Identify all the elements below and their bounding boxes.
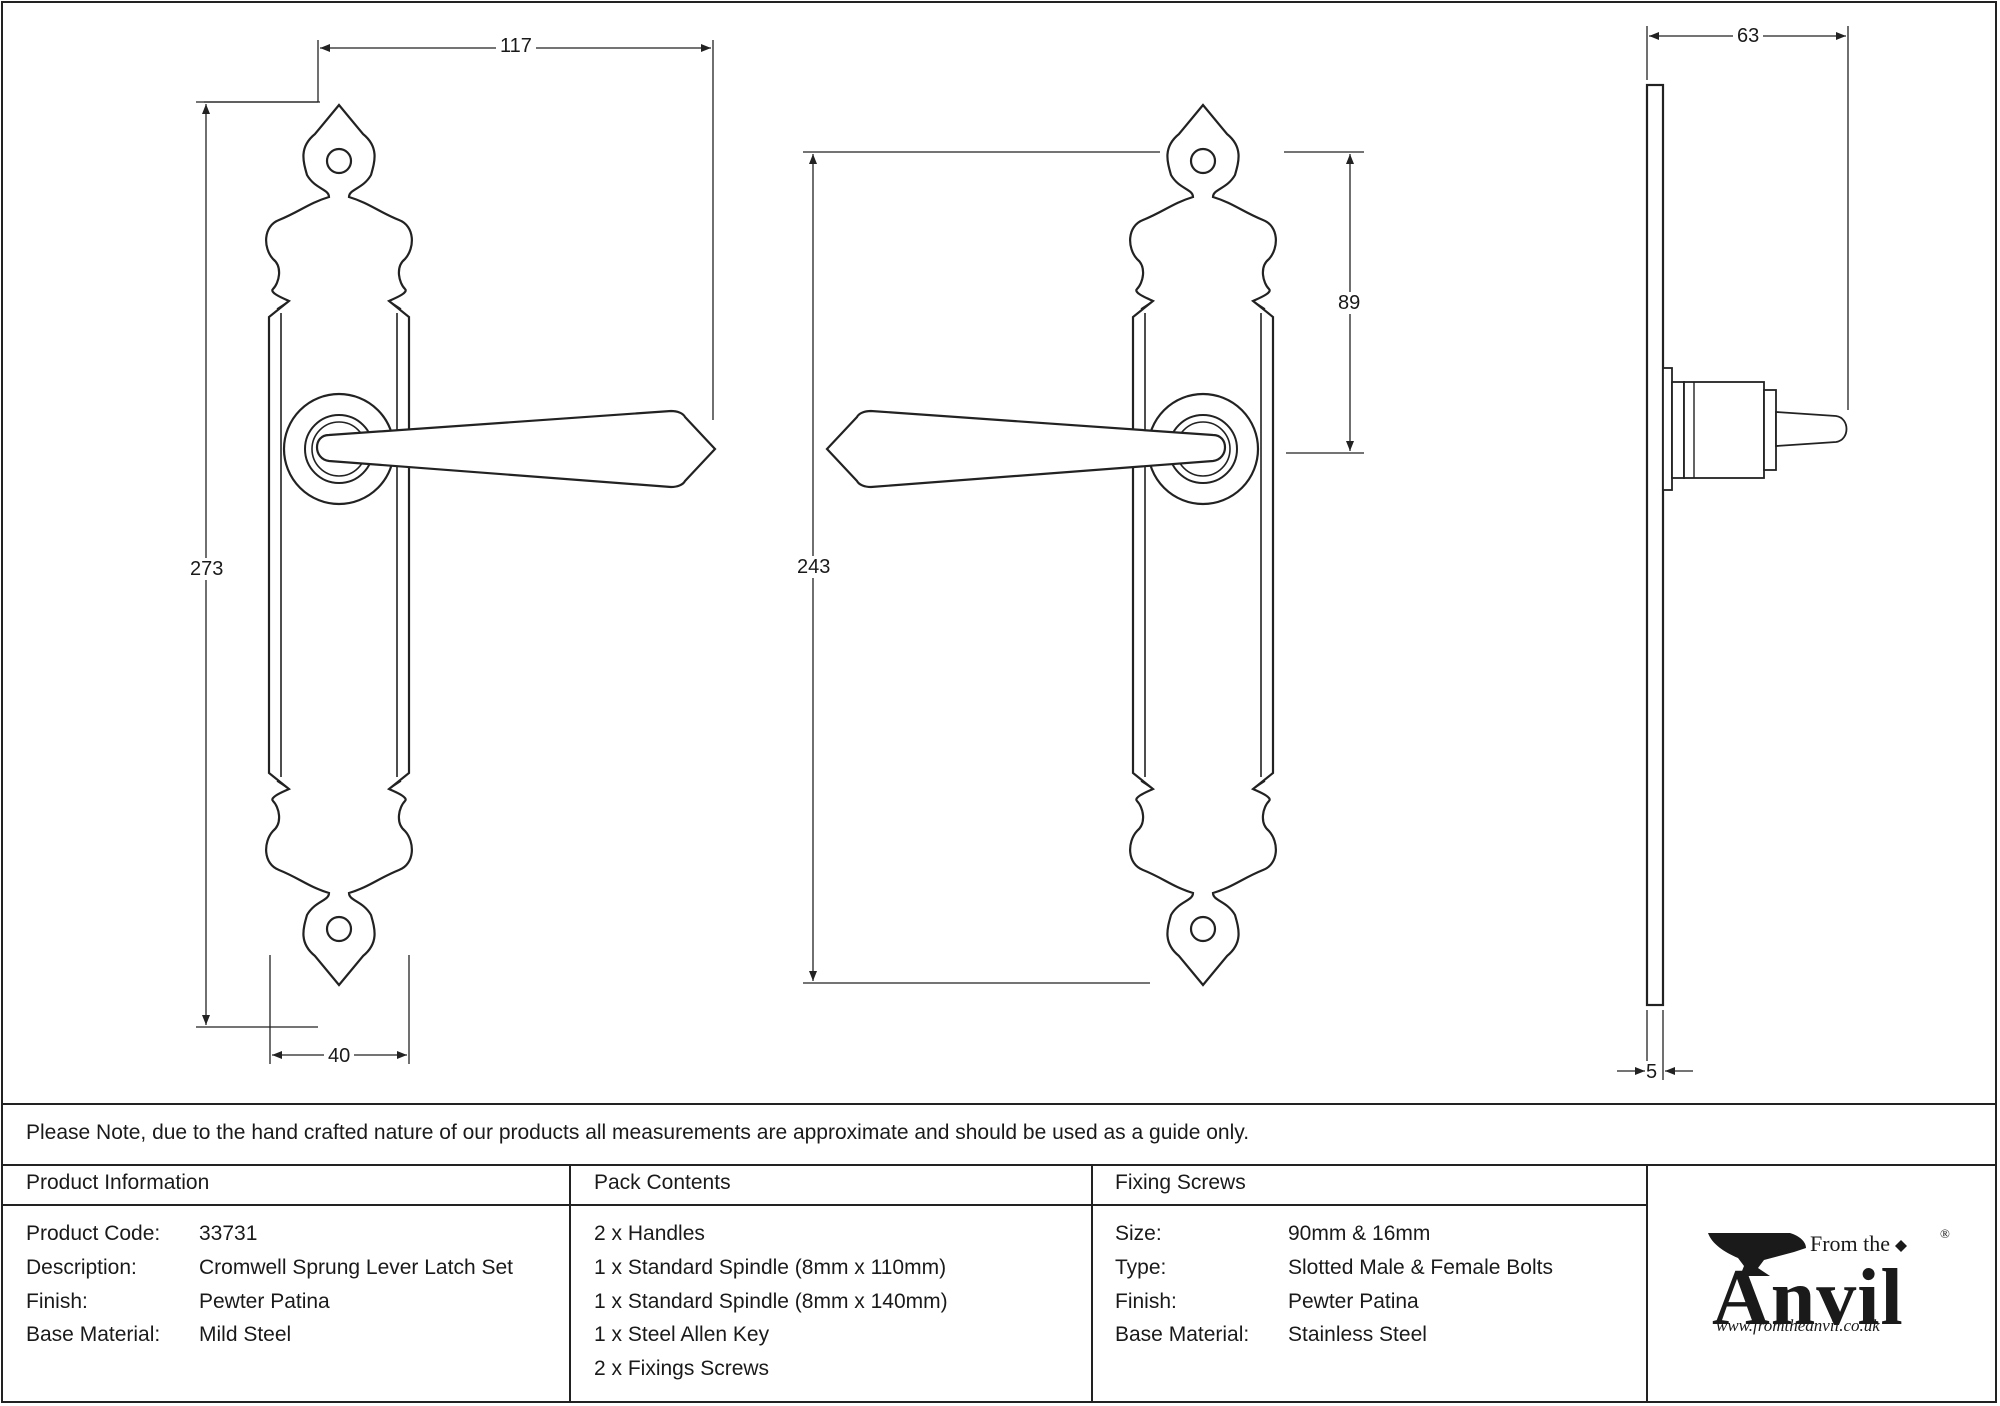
pack-contents-heading: Pack Contents (594, 1171, 731, 1194)
fixing-screws-heading: Fixing Screws (1115, 1171, 1246, 1194)
screw-size-value: 90mm & 16mm (1288, 1222, 1431, 1245)
product-info-heading: Product Information (26, 1171, 210, 1194)
dim-63-label: 63 (1733, 25, 1764, 47)
screw-finish-value: Pewter Patina (1288, 1290, 1419, 1313)
description-value: Cromwell Sprung Lever Latch Set (199, 1256, 513, 1279)
dimension-lines (196, 26, 1849, 1080)
list-item: 1 x Standard Spindle (8mm x 110mm) (594, 1256, 947, 1279)
front-lever (315, 409, 717, 489)
description-label: Description: (26, 1256, 137, 1279)
logo-website-url: www.fromtheanvil.co.uk (1716, 1316, 1880, 1335)
front-view (265, 103, 717, 987)
product-code-value: 33731 (199, 1222, 258, 1245)
divider-note-top (1, 1103, 1997, 1105)
divider-headings (1, 1204, 1647, 1206)
list-item: 1 x Standard Spindle (8mm x 140mm) (594, 1290, 948, 1313)
list-item: 2 x Fixings Screws (594, 1357, 770, 1380)
base-material-label: Base Material: (26, 1323, 161, 1346)
list-item: 2 x Handles (594, 1222, 705, 1245)
base-material-value: Mild Steel (199, 1323, 292, 1346)
screw-material-value: Stainless Steel (1288, 1323, 1427, 1346)
dim-40-label: 40 (324, 1045, 355, 1067)
divider-col-1 (569, 1164, 571, 1403)
screw-material-label: Base Material: (1115, 1323, 1250, 1346)
logo-from-the: From the (1810, 1231, 1891, 1256)
side-view (1645, 83, 1848, 1007)
finish-value: Pewter Patina (199, 1290, 330, 1313)
dim-5-label: 5 (1645, 1061, 1659, 1083)
screw-size-label: Size: (1115, 1222, 1162, 1245)
list-item: 1 x Steel Allen Key (594, 1323, 770, 1346)
divider-col-2 (1091, 1164, 1093, 1403)
rear-lever (825, 409, 1227, 489)
dim-117-label: 117 (496, 35, 536, 57)
screw-finish-label: Finish: (1115, 1290, 1177, 1313)
logo-registered-mark: ® (1940, 1226, 1950, 1241)
screw-type-label: Type: (1115, 1256, 1167, 1279)
divider-note-bottom (1, 1164, 1997, 1166)
finish-label: Finish: (26, 1290, 88, 1313)
screw-type-value: Slotted Male & Female Bolts (1288, 1256, 1553, 1279)
dim-243-label: 243 (793, 556, 835, 578)
product-code-label: Product Code: (26, 1222, 161, 1245)
divider-col-3 (1646, 1164, 1648, 1403)
measurement-note: Please Note, due to the hand crafted nat… (26, 1121, 1250, 1144)
dim-89-label: 89 (1334, 292, 1365, 314)
logo-anvil-wordmark: Anvil (1712, 1254, 1904, 1342)
rear-view (825, 103, 1277, 987)
dim-273-label: 273 (186, 558, 228, 580)
